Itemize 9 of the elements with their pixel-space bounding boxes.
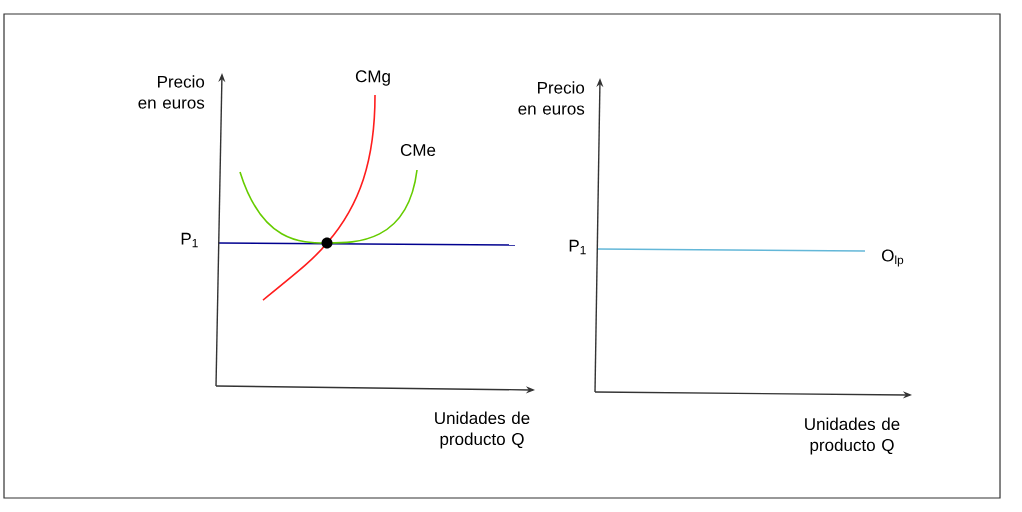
price-label: P$_{1}$: [181, 232, 198, 248]
curve-label: O$_{lp}$: [882, 249, 904, 267]
curve-label: CMg: [355, 70, 390, 86]
axis-label: Unidades de producto Q: [435, 411, 530, 449]
axis-label: Precio en euros: [518, 81, 585, 115]
axis-label: Unidades de producto Q: [805, 417, 900, 455]
price-label: P$_{1}$: [569, 239, 586, 255]
curve-label: CMe: [400, 144, 436, 157]
axis-label: Precio en euros: [138, 75, 205, 109]
